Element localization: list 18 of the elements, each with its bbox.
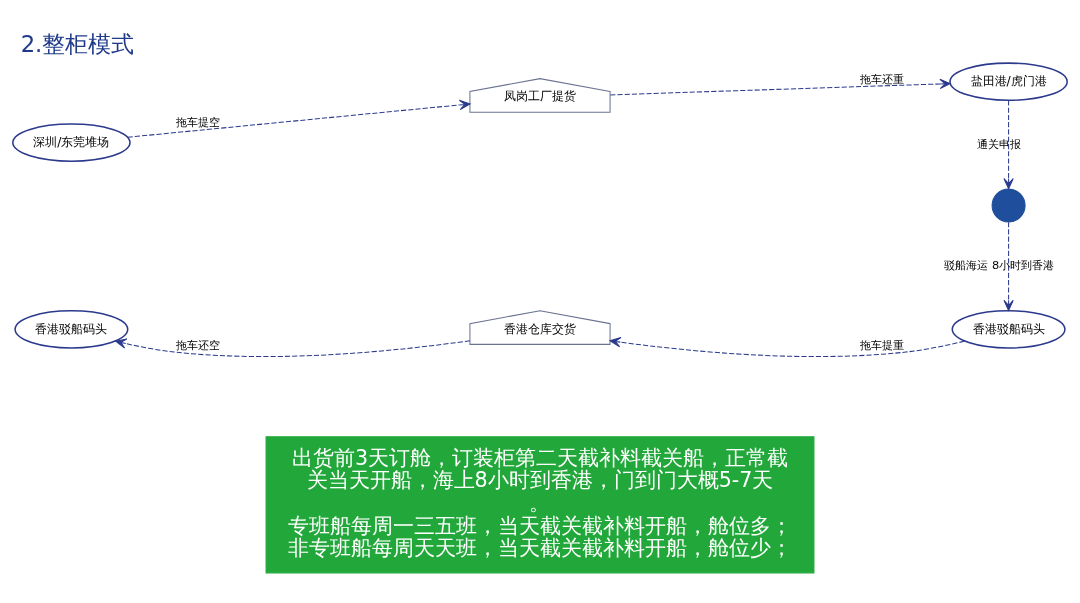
node-ellipse: 香港驳船码头 (951, 310, 1066, 349)
edge-label: 拖车还空 (175, 337, 220, 352)
node-ellipse: 深圳/东莞堆场 (12, 123, 131, 162)
edge-label: 驳船海运 8小时到香港 (944, 258, 1055, 273)
arrow (127, 99, 471, 138)
arrow (115, 338, 471, 358)
node-ellipse: 盐田港/虎门港 (949, 62, 1068, 102)
diagram-title: 2.整柜模式 (20, 31, 135, 58)
arrow (1003, 100, 1014, 190)
arrow (609, 78, 951, 96)
node-box: 出货前3天订舱，订装柜第二天截补料截关船，正常截关当天开船，海上8小时到香港，门到门大概5-7天。 专班船每周一三五班，当天截关截补料开船，舱位多； 非专班船每周天天班，当天截关截补料开船，舱位少； (265, 436, 815, 574)
edge-label: 拖车还重 (860, 71, 905, 86)
edge-label: 拖车提空 (175, 114, 220, 129)
arrow (609, 337, 965, 358)
edge-label: 通关申报 (977, 136, 1022, 151)
node-circle (991, 188, 1026, 223)
edge-label: 拖车提重 (860, 337, 905, 352)
arrow (1003, 221, 1014, 312)
